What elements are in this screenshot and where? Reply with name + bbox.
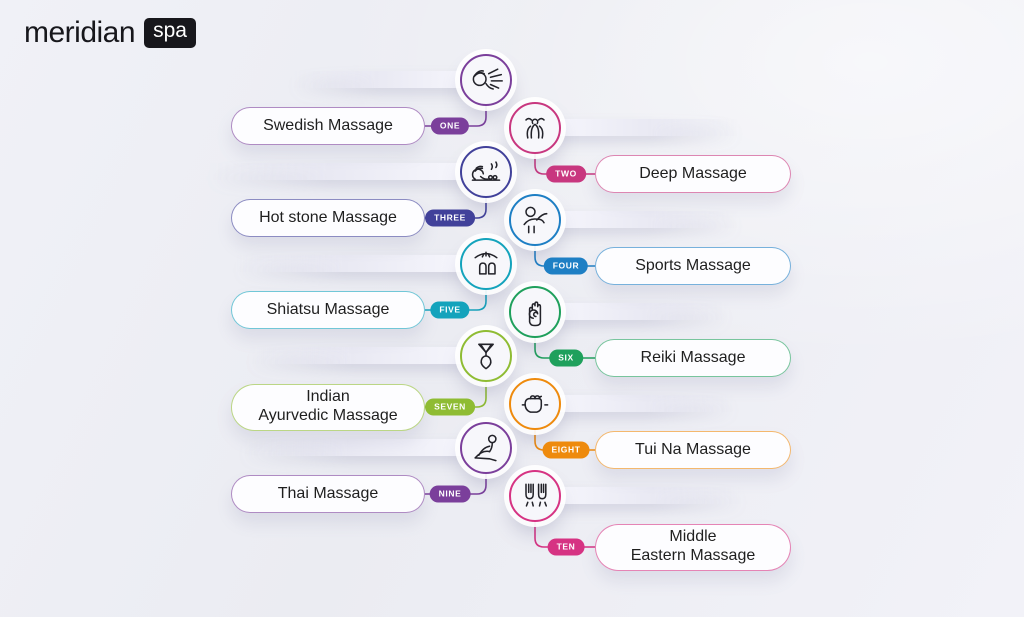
connector-bar	[535, 119, 745, 136]
massage-label: Swedish Massage	[263, 116, 393, 134]
massage-label: Tui Na Massage	[635, 440, 751, 458]
connector-bar	[535, 211, 745, 228]
icon-circle	[460, 330, 512, 382]
icon-circle	[460, 422, 512, 474]
massage-label: Shiatsu Massage	[266, 300, 390, 318]
number-badge: SEVEN	[425, 398, 475, 416]
number-badge: FIVE	[430, 301, 470, 319]
massage-label: Sports Massage	[635, 256, 751, 274]
number-badge: SIX	[549, 349, 583, 367]
healing-palm-icon	[528, 301, 542, 327]
massage-label-pill: Sports Massage	[595, 247, 791, 285]
number-badge: NINE	[429, 485, 471, 503]
connector-bar	[234, 439, 486, 456]
icon-circle	[460, 238, 512, 290]
massage-label-pill: Shiatsu Massage	[231, 291, 425, 329]
connector-bar	[201, 163, 486, 180]
icon-circle	[509, 470, 561, 522]
connector-bar	[535, 487, 750, 504]
hot-stone-icon	[471, 161, 501, 181]
massage-label-pill: Swedish Massage	[231, 107, 425, 145]
massage-label-pill: Hot stone Massage	[231, 199, 425, 237]
face-massage-icon	[525, 117, 545, 139]
number-badge: TWO	[546, 165, 586, 183]
icon-circle	[509, 378, 561, 430]
connector-bar	[535, 303, 735, 320]
icon-circle	[509, 102, 561, 154]
number-badge: ONE	[430, 117, 470, 135]
massage-label-pill: Reiki Massage	[595, 339, 791, 377]
massage-label: Reiki Massage	[640, 348, 746, 366]
massage-label-pill: Middle Eastern Massage	[595, 523, 791, 571]
massage-label: Indian Ayurvedic Massage	[258, 388, 398, 424]
icon-circle	[509, 286, 561, 338]
thai-stretch-icon	[474, 434, 497, 462]
massage-label-pill: Indian Ayurvedic Massage	[231, 383, 425, 431]
brand-name: meridian	[24, 16, 136, 49]
shoulder-massage-icon	[523, 206, 548, 234]
massage-label: Deep Massage	[639, 164, 747, 182]
massage-label-pill: Thai Massage	[231, 475, 425, 513]
massage-label: Thai Massage	[277, 484, 379, 502]
connector-bar	[242, 347, 486, 364]
number-badge: TEN	[547, 538, 585, 556]
number-badge: THREE	[425, 209, 475, 227]
massage-label: Hot stone Massage	[259, 208, 397, 226]
massage-label-pill: Tui Na Massage	[595, 431, 791, 469]
icon-circle	[460, 146, 512, 198]
brand-tag-spa: spa	[144, 18, 196, 48]
icon-circle	[509, 194, 561, 246]
oil-hands-icon	[525, 483, 548, 507]
connector-bar	[228, 255, 486, 272]
back-pressure-icon	[474, 251, 498, 275]
brand-logo: meridian spa	[24, 18, 196, 48]
shirodhara-pot-icon	[478, 343, 494, 370]
head-massage-icon	[472, 68, 503, 90]
massage-label: Middle Eastern Massage	[630, 528, 756, 564]
icon-circle	[460, 54, 512, 106]
connector-bar	[535, 395, 741, 412]
number-badge: FOUR	[543, 257, 589, 275]
kneading-fist-icon	[521, 395, 549, 413]
number-badge: EIGHT	[542, 441, 590, 459]
connector-bar	[286, 71, 486, 88]
massage-label-pill: Deep Massage	[595, 155, 791, 193]
